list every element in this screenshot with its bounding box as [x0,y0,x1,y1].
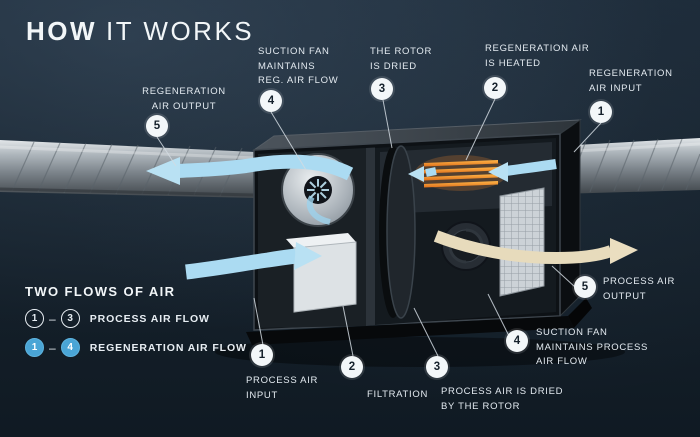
legend-dash: – [49,340,56,355]
callout-number-badge: 5 [574,276,596,298]
callout-label-regen-air-heated: REGENERATION AIR IS HEATED [485,43,590,69]
callout-number-badge: 2 [484,77,506,99]
callout-label-process-air-output: PROCESS AIR OUTPUT [603,276,676,302]
callout-number-badge: 2 [341,356,363,378]
legend-heading: TWO FLOWS OF AIR [25,284,176,299]
process-output-arrow [433,230,638,265]
legend: TWO FLOWS OF AIR 1 – 3 PROCESS AIR FLOW … [25,284,247,357]
legend-badge-process-to: 3 [60,309,80,328]
legend-dash: – [49,311,56,326]
callout-label-suction-fan-reg: SUCTION FAN MAINTAINS REG. AIR FLOW [258,46,339,87]
callout-label-filtration: FILTRATION [367,389,429,400]
legend-label-process: PROCESS AIR FLOW [89,312,210,325]
callout-number-badge: 1 [251,344,273,366]
page-title-bold: HOW [26,16,98,46]
callout-label-process-air-dried: PROCESS AIR IS DRIED BY THE ROTOR [441,386,564,412]
legend-badge-regen-to: 4 [60,338,80,357]
callout-label-process-air-input: PROCESS AIR INPUT [246,375,319,401]
callout-label-suction-fan-process: SUCTION FAN MAINTAINS PROCESS AIR FLOW [536,327,649,368]
legend-badge-regen-from: 1 [25,338,44,357]
callout-label-regen-air-output: REGENERATION AIR OUTPUT [142,86,226,112]
callout-number-badge: 3 [426,356,448,378]
callout-label-rotor-dried: THE ROTOR IS DRIED [370,46,433,72]
filter-mesh [499,187,545,297]
regen-output-arrow [146,154,354,185]
page-title-rest: IT WORKS [106,16,255,46]
page-title: HOW IT WORKS [26,16,254,47]
process-input-arrow [185,242,322,280]
callout-number-badge: 1 [590,101,612,123]
callout-number-badge: 3 [371,78,393,100]
callout-number-badge: 4 [260,90,282,112]
callout-number-badge: 4 [506,330,528,352]
callout-label-regen-air-input: REGENERATION AIR INPUT [589,68,673,94]
leader-lines [156,98,602,357]
rotor [379,145,416,319]
heater [415,155,507,191]
legend-row-process: 1 – 3 PROCESS AIR FLOW [25,309,247,328]
legend-badge-process-from: 1 [25,309,44,328]
legend-row-regeneration: 1 – 4 REGENERATION AIR FLOW [25,338,247,357]
callout-number-badge: 5 [146,115,168,137]
legend-label-regeneration: REGENERATION AIR FLOW [89,341,247,354]
regen-input-arrows [408,159,557,182]
